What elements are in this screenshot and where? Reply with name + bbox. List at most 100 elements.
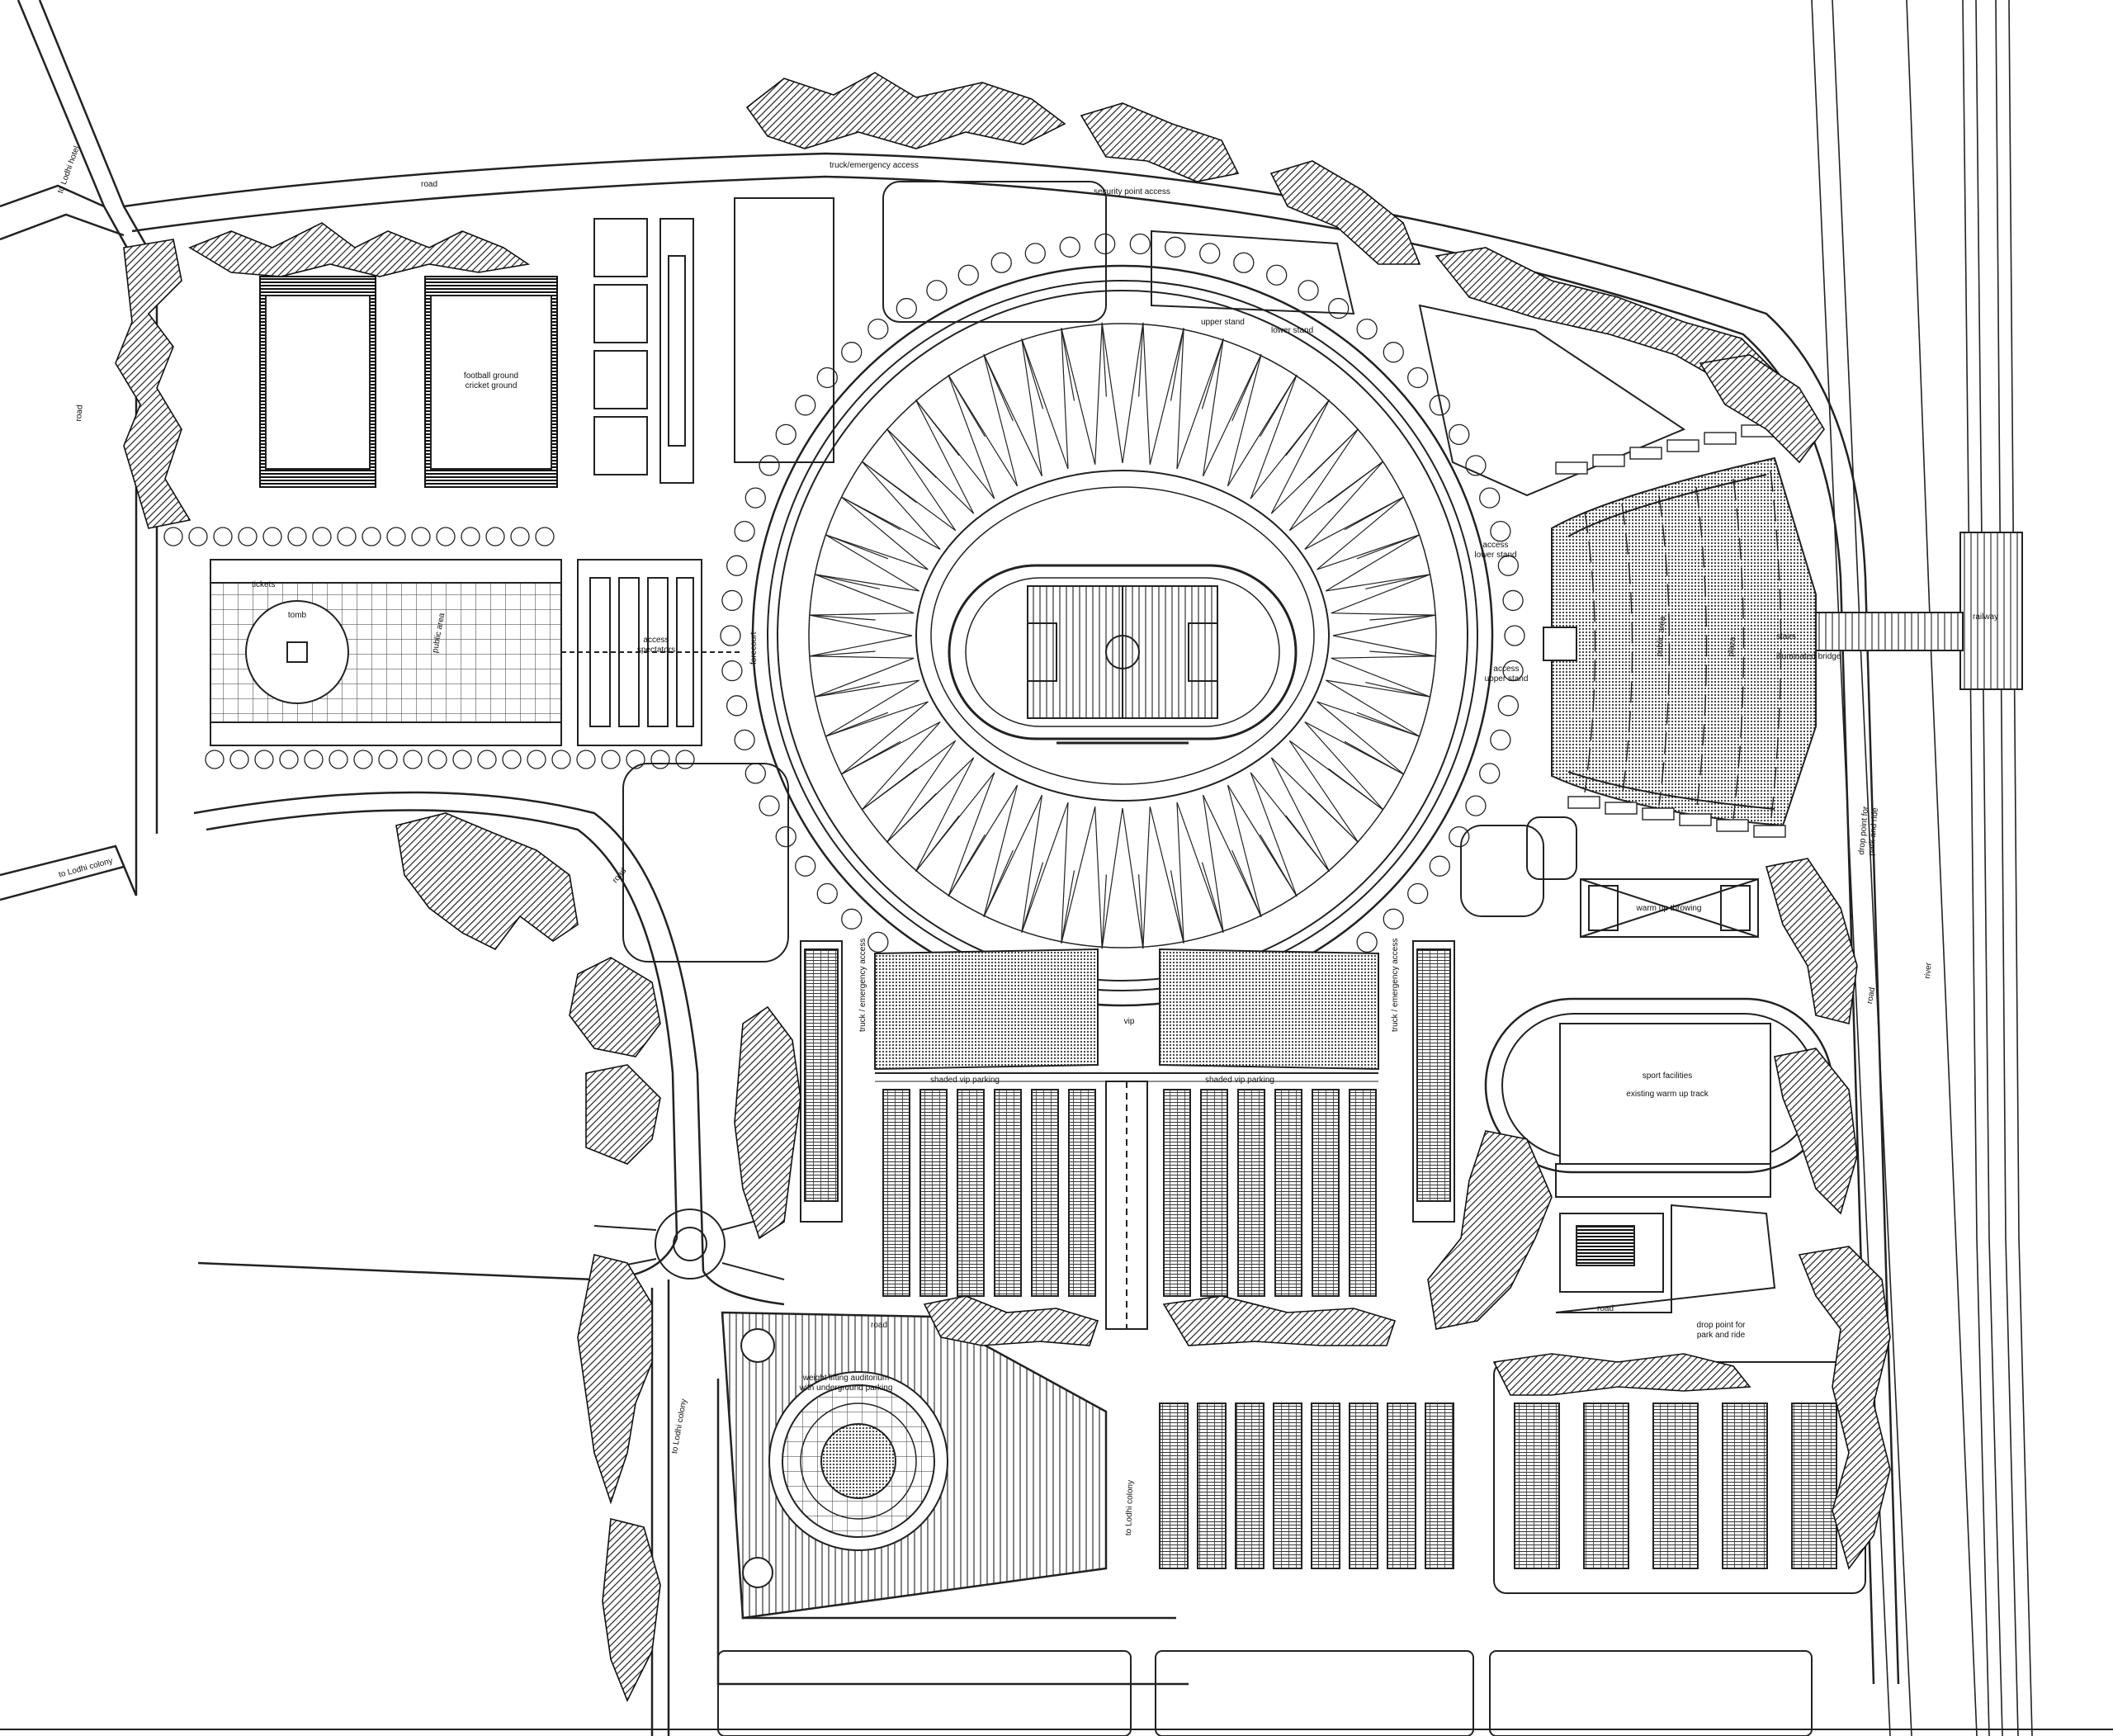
tree	[795, 855, 816, 877]
stadium-roof-trusses	[809, 322, 1436, 949]
tree	[1266, 264, 1288, 286]
parking-row	[1652, 1403, 1699, 1569]
tree	[1504, 625, 1525, 646]
parking-row	[1031, 1089, 1059, 1297]
tree	[1490, 520, 1511, 542]
tree	[1356, 931, 1378, 953]
tree	[1497, 695, 1520, 717]
roof-truss	[1288, 461, 1384, 550]
amphitheatre-rows	[1555, 424, 1786, 838]
label-upper-stand: upper stand	[1201, 318, 1245, 327]
parking-row	[1163, 1089, 1191, 1297]
tree	[726, 695, 748, 717]
roof-rib	[1356, 534, 1420, 560]
parking-row	[1514, 1403, 1560, 1569]
tree	[1356, 318, 1378, 340]
tree	[1383, 908, 1404, 929]
roof-truss	[948, 772, 1019, 897]
roof-truss	[861, 461, 957, 550]
roof-truss	[1288, 721, 1384, 811]
parking-row	[1200, 1089, 1228, 1297]
roof-truss	[1326, 657, 1430, 698]
label-tomb: tomb	[287, 611, 307, 620]
roof-truss	[886, 428, 975, 532]
tree	[1429, 855, 1450, 877]
roof-truss	[1149, 802, 1184, 944]
roof-rib	[861, 461, 917, 504]
ticket-booth	[1629, 447, 1662, 460]
roof-rib	[1138, 322, 1144, 397]
label-forecourt: forecourt	[749, 631, 759, 665]
roof-rib	[861, 768, 917, 811]
ticket-booth	[1679, 813, 1712, 826]
tree	[990, 252, 1012, 273]
roof-rib	[815, 574, 880, 590]
vegetation	[115, 72, 1891, 1702]
label-illuminated-bridge: illuminated bridge	[1776, 652, 1841, 661]
ticket-booth	[1753, 825, 1786, 838]
label-tickets: tickets	[252, 580, 276, 589]
roof-rib	[948, 834, 986, 897]
parking-row	[1237, 1089, 1265, 1297]
parking-row	[1583, 1403, 1629, 1569]
tree	[867, 931, 889, 953]
label-access-spectators: access spectators	[636, 636, 676, 655]
warm-up-track	[1484, 997, 1834, 1313]
label-weightlifting-auditorium: weight lifting auditorium with undergrou…	[799, 1374, 893, 1393]
amphitheatre-row	[1732, 478, 1745, 820]
parking-row	[1387, 1403, 1416, 1569]
roof-truss	[1061, 802, 1096, 944]
amphitheatre-row	[1584, 511, 1596, 793]
label-sport-facilities: sport facilities	[1642, 1071, 1693, 1081]
label-truck-emergency-east: truck / emergency access	[1391, 938, 1400, 1032]
tree	[896, 297, 917, 319]
roof-rib	[809, 614, 876, 621]
label-river: river	[1923, 962, 1934, 979]
roof-truss	[1122, 807, 1151, 949]
roof-rib	[983, 353, 1014, 422]
roof-truss	[1331, 613, 1436, 636]
roof-truss	[948, 374, 1019, 499]
roof-rib	[915, 399, 960, 456]
parking-row	[1235, 1403, 1264, 1569]
parking-row	[1197, 1403, 1227, 1569]
roof-rib	[1328, 768, 1384, 811]
tree	[759, 795, 780, 816]
tree	[841, 342, 863, 363]
roof-rib	[1201, 862, 1224, 934]
roundabout	[655, 1209, 726, 1280]
ticket-booth	[1567, 796, 1600, 809]
tree	[734, 729, 755, 751]
roof-rib	[840, 740, 901, 775]
tree	[1490, 729, 1511, 751]
parking-row	[1159, 1403, 1189, 1569]
roof-rib	[1344, 496, 1405, 531]
label-warm-up-throwing: warm up throwing	[1636, 904, 1702, 913]
tree	[816, 367, 838, 389]
label-truck-emergency-west: truck / emergency access	[858, 938, 867, 1032]
tree	[1465, 795, 1487, 816]
tree	[721, 589, 743, 612]
tree	[1094, 233, 1116, 255]
roof-truss	[1227, 374, 1298, 499]
tree	[726, 555, 748, 576]
amphitheatre-row	[1695, 486, 1708, 813]
roof-rib	[815, 681, 880, 698]
roof-truss	[1270, 428, 1359, 532]
label-road-south: road	[871, 1321, 888, 1330]
tree	[1497, 555, 1520, 576]
tree	[1502, 589, 1524, 612]
roof-rib	[886, 428, 937, 479]
roof-rib	[809, 650, 876, 657]
ticket-booth	[1642, 807, 1675, 821]
tree	[1429, 395, 1450, 416]
tree	[720, 625, 741, 646]
football-cricket-grounds	[259, 218, 694, 488]
label-road-southeast: road	[1597, 1304, 1614, 1313]
roof-rib	[1061, 328, 1075, 401]
roof-truss	[1326, 574, 1430, 614]
tree	[867, 318, 889, 340]
weightlifting-auditorium	[721, 1311, 1108, 1620]
roof-rib	[840, 496, 901, 531]
